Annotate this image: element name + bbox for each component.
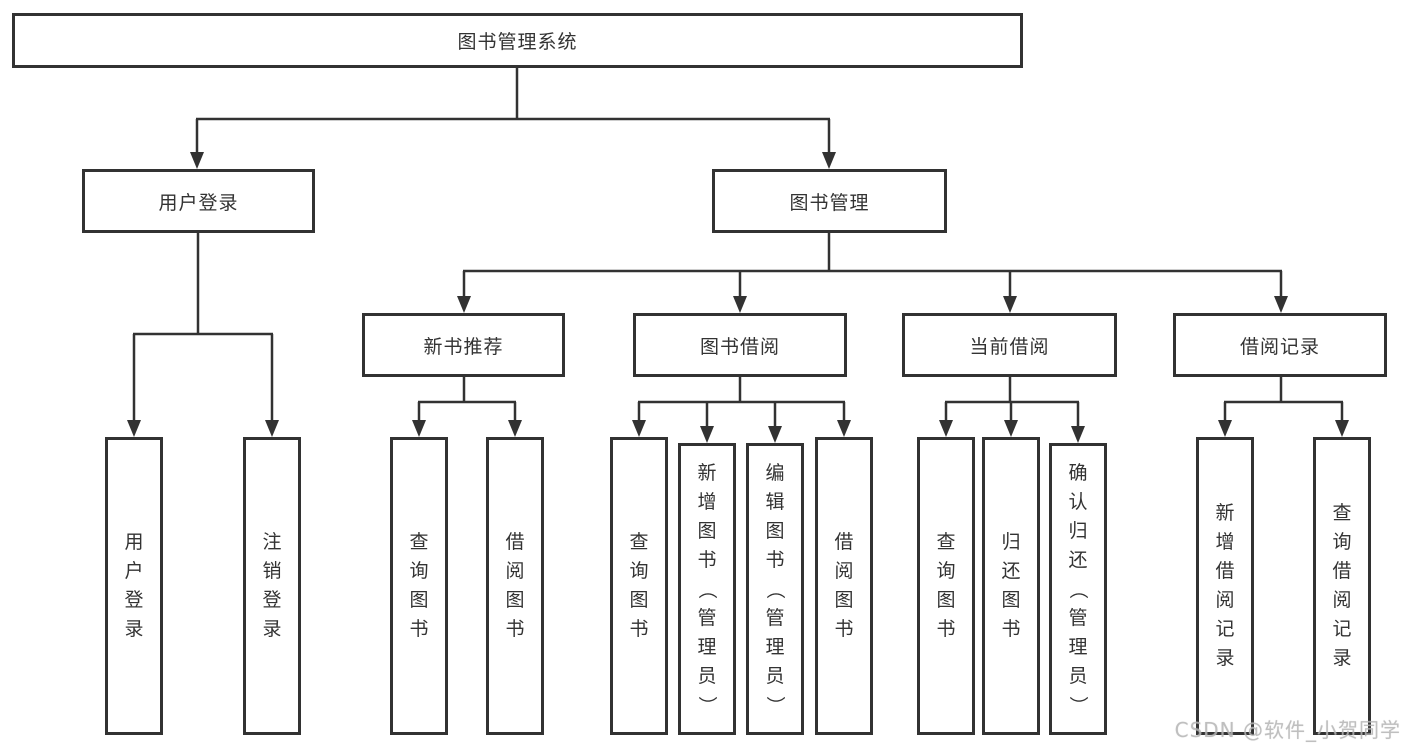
leaf-user-login: 用户登录 xyxy=(105,437,163,735)
connector-lines xyxy=(132,68,1344,427)
leaf-label: 确认归还（管理员） xyxy=(1067,461,1090,715)
leaf-borrow-books: 借阅图书 xyxy=(815,437,873,735)
leaf-query-books-recommend: 查询图书 xyxy=(390,437,448,735)
leaf-logout: 注销登录 xyxy=(243,437,301,735)
node-user-login: 用户登录 xyxy=(82,169,315,233)
leaf-label: 借阅图书 xyxy=(505,531,525,640)
leaf-label: 新增图书（管理员） xyxy=(696,461,719,715)
leaf-borrow-books-recommend: 借阅图书 xyxy=(486,437,544,735)
arrowheads xyxy=(127,152,1349,443)
leaf-label: 注销登录 xyxy=(262,531,282,640)
leaf-label: 编辑图书（管理员） xyxy=(764,461,787,715)
leaf-label: 借阅图书 xyxy=(834,531,854,640)
node-root-library-system: 图书管理系统 xyxy=(12,13,1023,68)
node-book-borrowing: 图书借阅 xyxy=(633,313,847,377)
leaf-label: 归还图书 xyxy=(1001,531,1021,640)
leaf-label: 查询图书 xyxy=(936,531,956,640)
csdn-watermark: CSDN @软件_小贺同学 xyxy=(1174,718,1401,742)
node-new-book-recommendation: 新书推荐 xyxy=(362,313,565,377)
leaf-label: 查询图书 xyxy=(629,531,649,640)
node-current-borrowing: 当前借阅 xyxy=(902,313,1117,377)
leaf-label: 查询借阅记录 xyxy=(1332,502,1352,669)
leaf-return-books: 归还图书 xyxy=(982,437,1040,735)
leaf-label: 查询图书 xyxy=(409,531,429,640)
leaf-edit-book-admin: 编辑图书（管理员） xyxy=(746,443,804,735)
leaf-add-borrow-record: 新增借阅记录 xyxy=(1196,437,1254,735)
leaf-confirm-return-admin: 确认归还（管理员） xyxy=(1049,443,1107,735)
leaf-query-books-borrow: 查询图书 xyxy=(610,437,668,735)
node-borrowing-records: 借阅记录 xyxy=(1173,313,1387,377)
leaf-label: 用户登录 xyxy=(124,531,144,640)
leaf-query-borrow-record: 查询借阅记录 xyxy=(1313,437,1371,735)
leaf-query-books-current: 查询图书 xyxy=(917,437,975,735)
leaf-label: 新增借阅记录 xyxy=(1215,502,1235,669)
leaf-add-book-admin: 新增图书（管理员） xyxy=(678,443,736,735)
node-book-management: 图书管理 xyxy=(712,169,947,233)
